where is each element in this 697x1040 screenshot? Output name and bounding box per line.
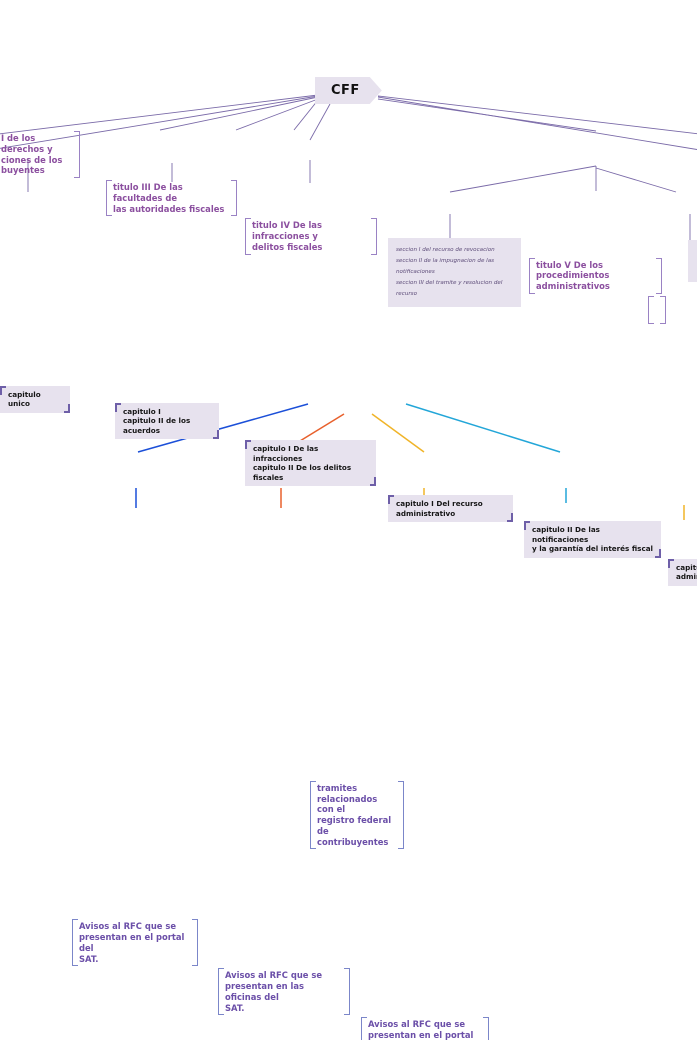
tramites-child-portal[interactable]: Avisos al RFC que se presentan en el por… — [72, 918, 198, 967]
capitulo-node-notificaciones[interactable]: capitulo II De las notificaciones y la g… — [524, 521, 661, 558]
root-node-cff[interactable]: CFF — [315, 77, 382, 104]
title-node-facultades[interactable]: titulo III De las facultades de las auto… — [106, 179, 237, 217]
capitulo-node-unico[interactable]: capitulo unico — [0, 385, 70, 413]
tramites-root-node[interactable]: tramites relacionados con el registro fe… — [310, 780, 404, 851]
title-node-clipped-right[interactable] — [648, 295, 666, 325]
capitulo-node-recurso[interactable]: capitulo I Del recurso administrativo — [388, 495, 513, 523]
root-node-label: CFF — [331, 83, 360, 98]
secciones-note-clipped-right — [688, 240, 697, 282]
capitulo-node-infracciones[interactable]: capitulo I De las infracciones capitulo … — [245, 440, 376, 487]
title-node-derechos[interactable]: I de los derechos y ciones de los buyent… — [0, 130, 80, 179]
title-node-procedimientos[interactable]: titulo V De los procedimientos administr… — [529, 257, 662, 295]
title-node-infracciones[interactable]: titulo IV De las infracciones y delitos … — [245, 217, 377, 255]
tramites-child-oficinas[interactable]: Avisos al RFC que se presentan en las of… — [218, 967, 350, 1016]
tramites-child-portal-oficinas[interactable]: Avisos al RFC que se presentan en el por… — [361, 1016, 489, 1040]
capitulo-node-acuerdos[interactable]: capitulo I capitulo II de los acuerdos — [115, 402, 219, 440]
secciones-note-block: seccion I del recurso de revocacion secc… — [388, 238, 521, 307]
capitulo-node-clipped-right[interactable]: capitulo admin — [668, 558, 697, 586]
